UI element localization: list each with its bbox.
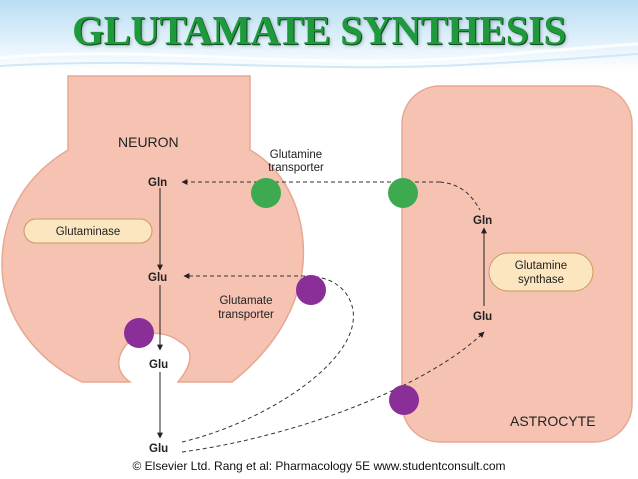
glutamine-transporter-astrocyte xyxy=(388,178,418,208)
glutamine-transporter-label-line1: Glutamine xyxy=(270,149,322,161)
slide-title: GLUTAMATE SYNTHESIS xyxy=(72,7,566,53)
glutaminase-enzyme xyxy=(23,218,153,244)
cleft-glu-label: Glu xyxy=(149,443,168,455)
astrocyte-label: ASTROCYTE xyxy=(510,413,596,429)
glutamate-transporter-label-line2: transporter xyxy=(218,309,274,321)
glutamate-transporter-label-line1: Glutamate xyxy=(219,295,272,307)
neuron-glu-label: Glu xyxy=(148,272,167,284)
glutamate-transporter-vesicle xyxy=(124,318,154,348)
glutamine-synthase-enzyme xyxy=(488,252,594,292)
neuron-label: NEURON xyxy=(118,134,179,150)
astrocyte-gln-label: Gln xyxy=(473,215,492,227)
glutamine-synthase-label-line1: Glutamine xyxy=(515,260,567,272)
vesicle-glu-label: Glu xyxy=(149,359,168,371)
header-background xyxy=(0,0,638,72)
glutamine-transporter-neuron xyxy=(251,178,281,208)
glutamate-transporter-neuron xyxy=(296,275,326,305)
path-glutamate-reuptake xyxy=(181,273,354,443)
neuron-gln-label: Gln xyxy=(148,177,167,189)
astrocyte-glu-label: Glu xyxy=(473,311,492,323)
copyright-footer: © Elsevier Ltd. Rang et al: Pharmacology… xyxy=(132,459,506,473)
glutaminase-label: Glutaminase xyxy=(56,226,121,238)
path-glutamate-to-astrocyte xyxy=(181,331,485,453)
glutamine-synthase-label-line2: synthase xyxy=(518,274,564,286)
glutamine-transporter-label-line2: transporter xyxy=(268,162,324,174)
glutamate-transporter-astrocyte xyxy=(389,385,419,415)
